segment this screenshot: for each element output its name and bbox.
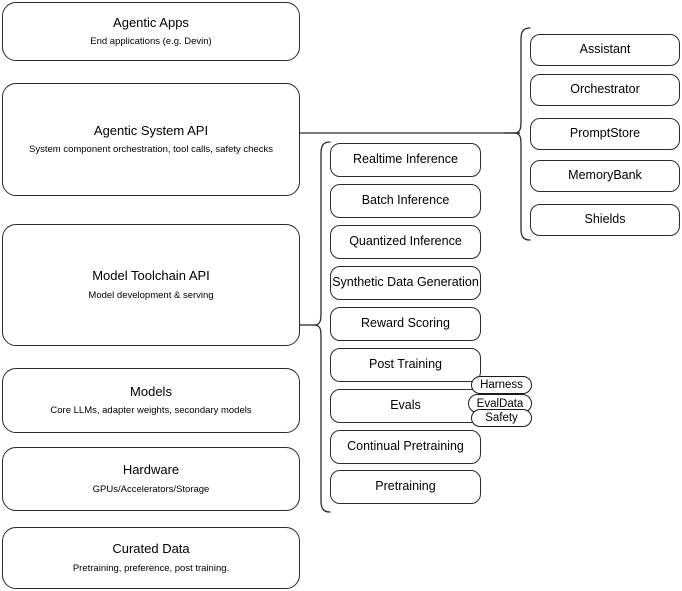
- layer-subtitle: Core LLMs, adapter weights, secondary mo…: [50, 405, 252, 417]
- toolchain-item-batch-inference[interactable]: Batch Inference: [330, 184, 481, 218]
- layer-subtitle: Pretraining, preference, post training.: [72, 562, 230, 574]
- badge-label: Harness: [480, 379, 523, 391]
- system-item-shields[interactable]: Shields: [530, 204, 680, 236]
- system-item-promptstore[interactable]: PromptStore: [530, 118, 680, 150]
- item-label: Batch Inference: [361, 193, 450, 208]
- layer-title: Agentic System API: [93, 122, 209, 138]
- item-label: MemoryBank: [568, 168, 642, 183]
- item-label: Shields: [584, 212, 626, 227]
- layer-subtitle: System component orchestration, tool cal…: [29, 144, 273, 156]
- layer-subtitle: GPUs/Accelerators/Storage: [92, 483, 210, 495]
- evals-badge-harness[interactable]: Harness: [471, 376, 532, 394]
- layer-title: Agentic Apps: [113, 14, 189, 30]
- item-label: Post Training: [369, 357, 442, 372]
- toolchain-item-continual-pretraining[interactable]: Continual Pretraining: [330, 430, 481, 464]
- layer-title: Curated Data: [112, 541, 190, 557]
- toolchain-item-post-training[interactable]: Post Training: [330, 348, 481, 382]
- evals-badge-safety[interactable]: Safety: [471, 409, 532, 427]
- toolchain-item-realtime-inference[interactable]: Realtime Inference: [330, 143, 481, 177]
- item-label: Assistant: [579, 42, 631, 57]
- layer-subtitle: Model development & serving: [88, 289, 214, 301]
- layer-box-agentic-system-api[interactable]: Agentic System API System component orch…: [2, 83, 300, 196]
- layer-title: Hardware: [122, 462, 180, 478]
- toolchain-item-evals[interactable]: Evals: [330, 389, 481, 423]
- system-item-memorybank[interactable]: MemoryBank: [530, 160, 680, 192]
- layer-box-hardware[interactable]: Hardware GPUs/Accelerators/Storage: [2, 447, 300, 511]
- toolchain-item-reward-scoring[interactable]: Reward Scoring: [330, 307, 481, 341]
- item-label: Reward Scoring: [361, 316, 450, 331]
- item-label: Evals: [390, 398, 421, 413]
- system-item-orchestrator[interactable]: Orchestrator: [530, 74, 680, 106]
- toolchain-item-pretraining[interactable]: Pretraining: [330, 470, 481, 504]
- badge-label: Safety: [485, 412, 518, 424]
- layer-box-curated-data[interactable]: Curated Data Pretraining, preference, po…: [2, 527, 300, 589]
- layer-box-model-toolchain-api[interactable]: Model Toolchain API Model development & …: [2, 224, 300, 346]
- layer-box-models[interactable]: Models Core LLMs, adapter weights, secon…: [2, 368, 300, 433]
- system-item-assistant[interactable]: Assistant: [530, 34, 680, 66]
- item-label: Continual Pretraining: [347, 439, 464, 454]
- layer-title: Model Toolchain API: [92, 268, 210, 284]
- toolchain-item-quantized-inference[interactable]: Quantized Inference: [330, 225, 481, 259]
- layer-title: Models: [130, 383, 172, 399]
- bracket-model-toolchain: [300, 138, 332, 520]
- badge-label: EvalData: [476, 397, 524, 410]
- item-label: Orchestrator: [570, 82, 640, 97]
- item-label: Pretraining: [375, 479, 436, 494]
- item-label: Quantized Inference: [349, 234, 462, 249]
- layer-subtitle: End applications (e.g. Devin): [90, 36, 212, 48]
- item-label: PromptStore: [569, 126, 641, 141]
- layer-box-agentic-apps[interactable]: Agentic Apps End applications (e.g. Devi…: [2, 2, 300, 61]
- connector-system-api-to-components: [298, 124, 524, 142]
- item-label: Realtime Inference: [353, 152, 458, 167]
- toolchain-item-synthetic-data-generation[interactable]: Synthetic Data Generation: [330, 266, 481, 300]
- item-label: Synthetic Data Generation: [332, 275, 479, 290]
